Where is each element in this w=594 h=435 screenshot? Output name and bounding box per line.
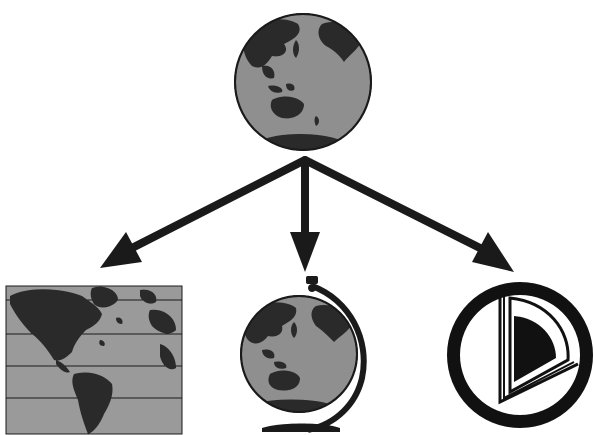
earth-cross-section-icon [447, 282, 593, 428]
desk-globe-icon [240, 276, 367, 433]
arrow-to-map [100, 156, 309, 268]
flat-world-map-icon [5, 285, 183, 435]
map-landmasses [10, 286, 176, 434]
earth-layers [498, 292, 579, 405]
arrow-to-earth-interior [301, 156, 514, 272]
earth-globe-icon [234, 13, 372, 151]
arrow-to-desk-globe [290, 156, 320, 272]
